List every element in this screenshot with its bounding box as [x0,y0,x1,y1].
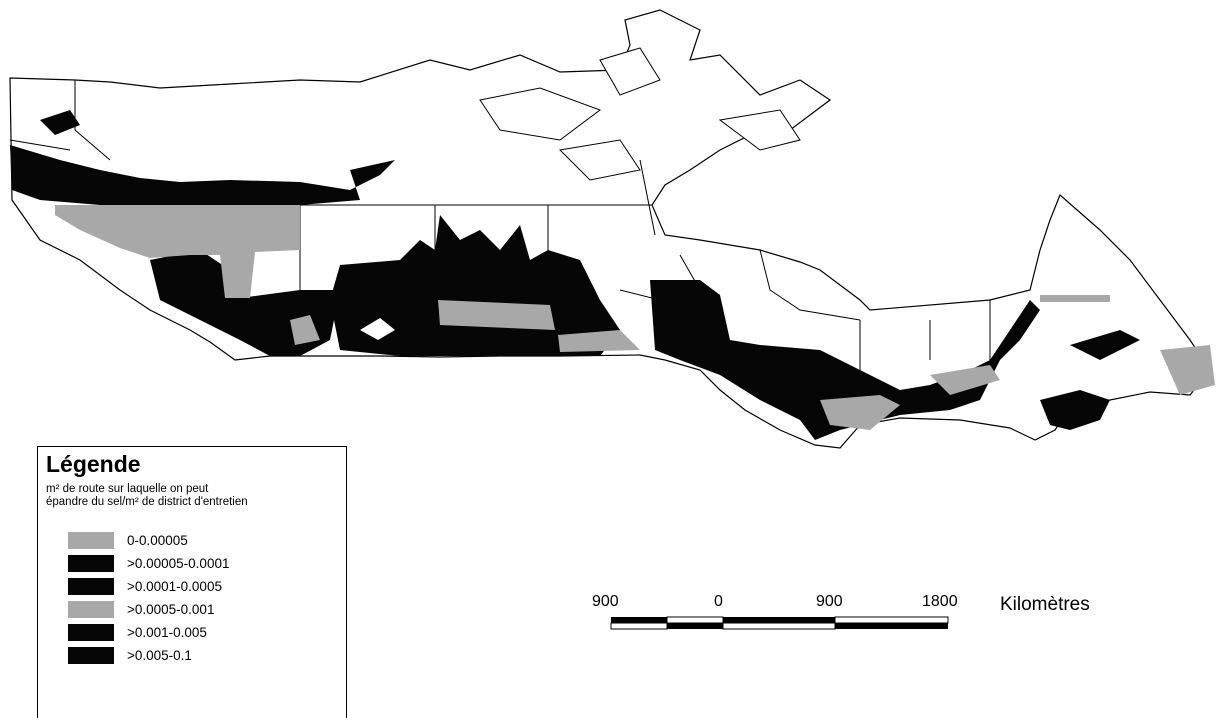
legend-swatch [68,647,114,664]
dark-region [10,145,395,205]
dark-region [1070,330,1140,360]
legend-swatch [68,601,114,618]
legend-swatch [68,578,114,595]
legend-item: 0-0.00005 [68,531,188,550]
legend-box: Légende m² de route sur laquelle on peut… [37,446,347,718]
light-region [1160,345,1215,395]
dark-region [40,110,80,135]
legend-label: >0.0001-0.0005 [127,579,222,594]
legend-swatch [68,624,114,641]
light-region [290,315,320,345]
scale-tick-label: 900 [816,593,843,610]
legend-swatch [68,532,114,549]
scale-segment [611,617,667,623]
legend-item: >0.001-0.005 [68,623,207,642]
legend-item: >0.005-0.1 [68,646,192,665]
dark-region [650,280,1040,440]
legend-item: >0.00005-0.0001 [68,554,229,573]
light-region [55,205,190,258]
scale-tick-label: 1800 [922,593,958,610]
white-area [360,318,395,340]
scale-segment [835,623,948,629]
light-region [558,330,640,352]
light-region [190,205,300,298]
scale-segment [722,622,836,630]
scale-segment [667,623,723,629]
scale-tick-label: 900 [592,593,619,610]
light-region [930,365,1000,395]
legend-label: >0.005-0.1 [127,648,192,663]
light-region [820,395,900,430]
legend-label: >0.0005-0.001 [127,602,215,617]
scale-segment [610,622,668,630]
light-region [1040,295,1110,302]
scale-tick-label: 0 [714,593,723,610]
legend-label: 0-0.00005 [127,533,188,548]
legend-item: >0.0005-0.001 [68,600,214,619]
scale-segment [834,616,949,624]
legend-item: >0.0001-0.0005 [68,577,222,596]
legend-label: >0.001-0.005 [127,625,207,640]
scale-segment [723,617,835,623]
scale-segment [666,616,724,624]
scale-unit: Kilomètres [1000,594,1090,615]
legend-label: >0.00005-0.0001 [127,556,230,571]
legend-subtitle-line2: épandre du sel/m² de district d'entretie… [46,496,248,508]
scale-bar [610,616,949,630]
legend-title: Légende [46,451,141,477]
legend-subtitle-line1: m² de route sur laquelle on peut [46,483,209,495]
legend-swatch [68,555,114,572]
dark-region [1040,390,1110,430]
arctic-islands [479,47,801,181]
legend-subtitle: m² de route sur laquelle on peut épandre… [46,483,248,509]
light-region [438,300,555,330]
